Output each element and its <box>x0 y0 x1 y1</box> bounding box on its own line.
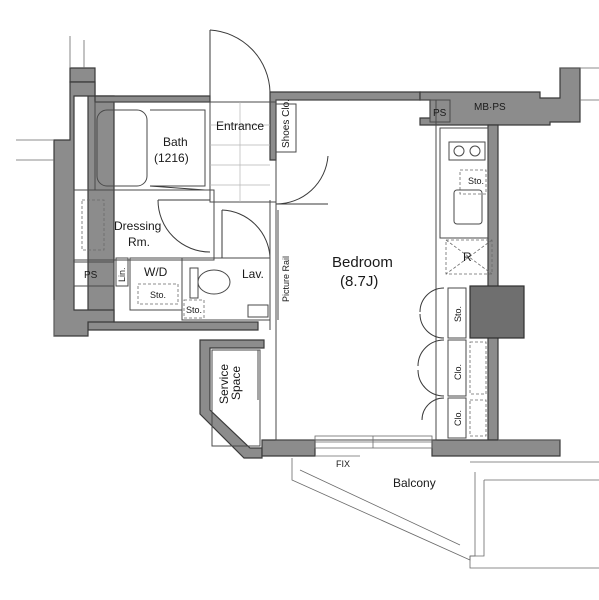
washer-area <box>73 257 183 311</box>
kitchen-storage-label: Sto. <box>468 176 484 186</box>
entrance-label: Entrance <box>216 119 264 133</box>
stove-outline <box>448 141 486 161</box>
balcony-outline <box>291 458 476 561</box>
bedroom <box>275 99 437 441</box>
storage-door-arc-2 <box>419 313 445 339</box>
linen-cabinet <box>115 257 129 287</box>
balcony-right-structure <box>469 461 599 569</box>
service-wall <box>199 339 265 459</box>
service-space-label-1: Service <box>217 364 231 404</box>
dressing-vanity <box>81 199 105 251</box>
service-space-label-2: Space <box>229 366 243 400</box>
washer-storage <box>137 283 179 305</box>
balcony-label: Balcony <box>393 476 436 490</box>
kitchen <box>429 99 493 275</box>
entrance-tiles <box>210 102 270 202</box>
lav-door-arc <box>221 209 271 259</box>
bath-shower-area <box>150 109 206 187</box>
closet-door-arc-1 <box>417 339 445 367</box>
column-bedroom <box>469 285 525 339</box>
ps-left-label: PS <box>84 270 98 281</box>
left-wall-lower <box>53 81 115 337</box>
bedroom-size-label: (8.7J) <box>340 273 378 290</box>
linen-label: Lin. <box>117 267 127 282</box>
bedroom-storage-label: Sto. <box>453 306 463 322</box>
structural-walls <box>53 67 581 459</box>
dressing-label-2: Rm. <box>128 235 150 249</box>
closet-1-label: Clo. <box>453 364 463 380</box>
closet-door-arc-3 <box>421 397 445 421</box>
mb-ps-label: MB·PS <box>474 102 506 113</box>
service-space <box>211 349 261 447</box>
picture-rail-label: Picture Rail <box>281 256 291 302</box>
washer-space <box>129 257 183 311</box>
bedroom-label: Bedroom <box>332 254 393 271</box>
refrigerator-label: R <box>463 250 472 264</box>
service-space-outline <box>211 349 261 447</box>
kitchen-sink <box>453 189 483 225</box>
refrigerator <box>445 239 493 275</box>
closet-2-label: Clo. <box>453 410 463 426</box>
exterior-trim <box>16 36 599 441</box>
kitchen-counter <box>439 127 489 239</box>
entrance-outline <box>209 101 277 203</box>
fix-label: FIX <box>336 459 350 469</box>
balcony <box>291 458 599 569</box>
toilet-storage-label: Sto. <box>186 305 202 315</box>
closet-2-box <box>447 397 467 439</box>
storage-door-arc-1 <box>419 287 445 313</box>
toilet-tank <box>189 267 199 299</box>
stove-burner-2 <box>469 145 481 157</box>
shoes-closet-label: Shoes Clo. <box>281 99 292 148</box>
top-wall-bath <box>94 95 211 103</box>
bedroom-storage <box>447 287 467 339</box>
toilet-room <box>181 209 271 321</box>
bath-size-label: (1216) <box>154 151 189 165</box>
dressing-door-arc <box>157 199 211 253</box>
dressing-outline <box>73 189 215 261</box>
closet-1-box <box>447 339 467 397</box>
ps-top-box <box>429 99 451 123</box>
toilet-sink <box>247 304 269 318</box>
window-fix <box>314 435 433 457</box>
dressing-label-1: Dressing <box>114 219 161 233</box>
closet-door-arc-2 <box>417 369 445 397</box>
stove-burner-1 <box>453 145 465 157</box>
bathtub <box>96 109 148 187</box>
bottom-wall-right <box>431 439 561 457</box>
right-wall <box>487 124 499 441</box>
lav-label: Lav. <box>242 267 264 281</box>
closet-1-hanger <box>469 341 487 395</box>
top-wall-bedroom <box>269 91 421 161</box>
washer-label: W/D <box>144 265 168 279</box>
closet-2-hanger <box>469 399 487 437</box>
bedroom-outline <box>275 99 437 441</box>
bottom-wall-left <box>261 439 316 457</box>
bath-label: Bath <box>163 135 188 149</box>
dressing-room <box>73 189 215 261</box>
entrance-area <box>209 29 329 205</box>
closets <box>417 287 487 439</box>
entrance-inner-door-arc <box>275 155 329 205</box>
toilet-bowl <box>197 269 231 295</box>
ps-top-label: PS <box>433 108 447 119</box>
entrance-door-arc <box>209 29 271 93</box>
washer-storage-label: Sto. <box>150 290 166 300</box>
toilet-storage <box>183 299 205 319</box>
ps-left-box <box>73 261 115 287</box>
bath-door <box>149 185 206 191</box>
kitchen-storage <box>459 169 487 195</box>
